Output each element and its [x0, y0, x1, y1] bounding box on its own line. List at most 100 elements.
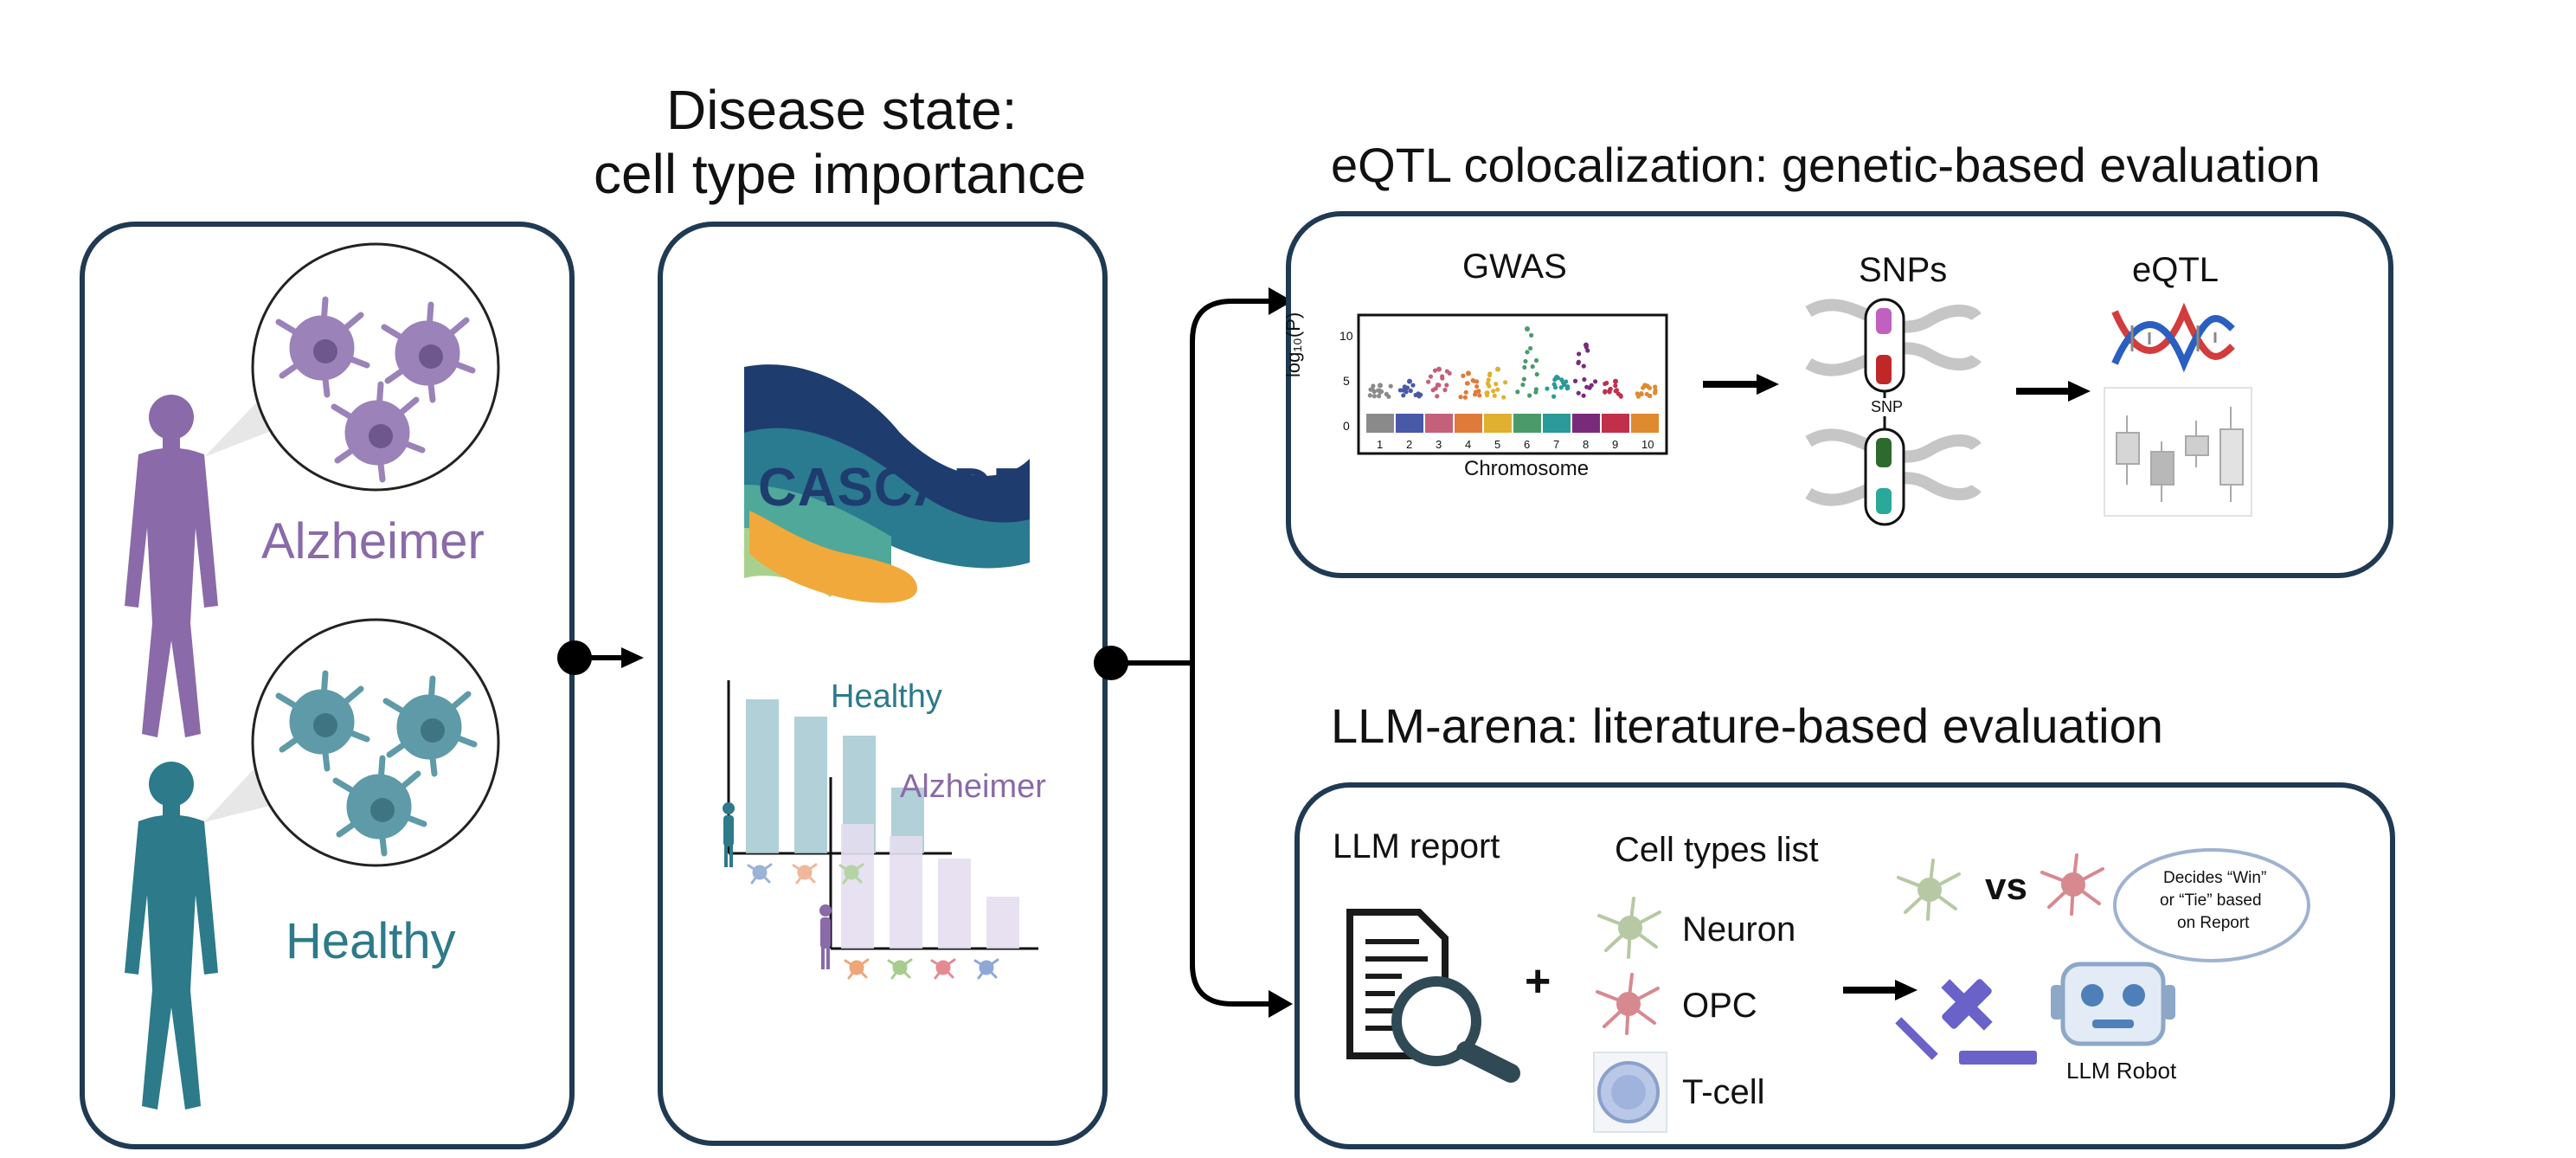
- gwas-xtick: 8: [1583, 438, 1590, 451]
- chart-alzheimer-label: Alzheimer: [900, 769, 1046, 805]
- alzheimer-bar: [938, 859, 971, 949]
- gwas-point: [1442, 387, 1448, 393]
- llm-arena-panel: [1294, 782, 2395, 1149]
- gwas-point: [1444, 369, 1449, 374]
- gwas-point: [1370, 387, 1375, 392]
- opc-contender-icon: [2040, 853, 2104, 916]
- gwas-point: [1603, 389, 1608, 394]
- llm-robot-label: LLM Robot: [2066, 1058, 2177, 1084]
- gwas-point: [1533, 357, 1539, 363]
- gwas-point: [1521, 376, 1526, 382]
- gwas-point: [1501, 395, 1506, 400]
- gwas-title: GWAS: [1462, 248, 1567, 286]
- gwas-point: [1372, 394, 1377, 399]
- gwas-point: [1401, 387, 1406, 393]
- gwas-ytick-10: 10: [1339, 329, 1353, 343]
- chromosome-band: [1543, 414, 1571, 433]
- gwas-point: [1410, 383, 1416, 388]
- gwas-point: [1378, 388, 1383, 394]
- gwas-point: [1545, 386, 1550, 391]
- gwas-point: [1426, 379, 1431, 384]
- gwas-point: [1461, 373, 1466, 378]
- healthy-person-small-icon: [723, 802, 735, 867]
- gwas-point: [1486, 377, 1491, 383]
- healthy-bar: [746, 699, 779, 853]
- eqtl-title: eQTL: [2132, 251, 2219, 289]
- chromosome-band: [1396, 414, 1423, 433]
- gwas-point: [1565, 385, 1571, 391]
- gwas-point: [1404, 385, 1410, 390]
- gwas-point: [1572, 378, 1578, 383]
- cell-type-importance-panel: [658, 222, 1108, 1146]
- robot-icon: [2051, 962, 2175, 1046]
- gwas-xtick: 9: [1612, 438, 1619, 451]
- healthy-person-icon: [125, 762, 218, 1110]
- gwas-point: [1592, 379, 1598, 384]
- gwas-point: [1527, 393, 1532, 398]
- neuron-contender-icon: [1897, 859, 1961, 921]
- gwas-xlabel: Chromosome: [1464, 457, 1590, 480]
- gwas-point: [1520, 382, 1526, 388]
- gwas-point: [1585, 348, 1590, 353]
- gwas-point: [1534, 371, 1539, 377]
- gwas-point: [1416, 391, 1421, 396]
- gwas-point: [1371, 383, 1376, 389]
- gwas-peak-point: [1525, 326, 1530, 331]
- gwas-point: [1474, 383, 1480, 389]
- gwas-peak-point: [1378, 383, 1383, 389]
- chromosome-band: [1455, 414, 1482, 433]
- gwas-xtick: 5: [1494, 438, 1501, 451]
- gwas-peak-point: [1613, 378, 1618, 384]
- gwas-ytick-0: 0: [1343, 419, 1350, 433]
- middle-heading-line2: cell type importance: [594, 143, 1087, 205]
- gwas-point: [1440, 374, 1445, 379]
- gwas-point: [1502, 380, 1508, 385]
- alzheimer-bar: [890, 836, 922, 949]
- gwas-point: [1487, 383, 1492, 389]
- gwas-point: [1435, 383, 1441, 388]
- healthy-bar: [794, 717, 827, 853]
- alzheimer-bar: [841, 824, 874, 949]
- gwas-xtick: 2: [1406, 438, 1413, 451]
- gwas-point: [1647, 393, 1653, 399]
- gwas-point: [1576, 359, 1581, 364]
- chromosome-band: [1425, 414, 1453, 433]
- plus-sign: +: [1525, 956, 1551, 1007]
- gwas-point: [1559, 377, 1564, 383]
- neuron-icon: [1597, 897, 1661, 959]
- gwas-point: [1552, 385, 1558, 390]
- cell-type-t-cell: T-cell: [1682, 1073, 1765, 1111]
- chromosome-band: [1366, 414, 1394, 433]
- gwas-xtick: 10: [1641, 438, 1654, 451]
- chromosome-band: [1513, 414, 1541, 433]
- gwas-ytick-5: 5: [1343, 374, 1350, 388]
- gwas-point: [1653, 384, 1658, 389]
- gwas-point: [1408, 388, 1413, 394]
- gwas-point: [1433, 386, 1438, 391]
- gwas-point: [1639, 391, 1644, 396]
- chart-healthy-label: Healthy: [831, 679, 942, 715]
- gwas-xtick: 7: [1553, 438, 1560, 451]
- llm-heading: LLM-arena: literature-based evaluation: [1331, 698, 2163, 753]
- chromosome-band: [1631, 414, 1659, 433]
- gwas-point: [1522, 364, 1527, 370]
- gwas-xtick: 1: [1377, 438, 1384, 451]
- gwas-point: [1492, 393, 1497, 398]
- gwas-point: [1388, 383, 1393, 389]
- gwas-point: [1428, 374, 1434, 379]
- thought-line3: on Report: [2177, 914, 2250, 932]
- gwas-point: [1589, 383, 1594, 388]
- gwas-point: [1523, 358, 1528, 364]
- gwas-point: [1484, 390, 1489, 396]
- gwas-point: [1582, 376, 1587, 383]
- gavel-icon: [1895, 979, 2037, 1065]
- gwas-point: [1444, 383, 1449, 388]
- gwas-point: [1491, 389, 1496, 394]
- cell-type-opc: OPC: [1682, 987, 1757, 1025]
- chromosome-band: [1572, 414, 1600, 433]
- gwas-peak-point: [1642, 383, 1648, 389]
- gwas-point: [1613, 383, 1618, 389]
